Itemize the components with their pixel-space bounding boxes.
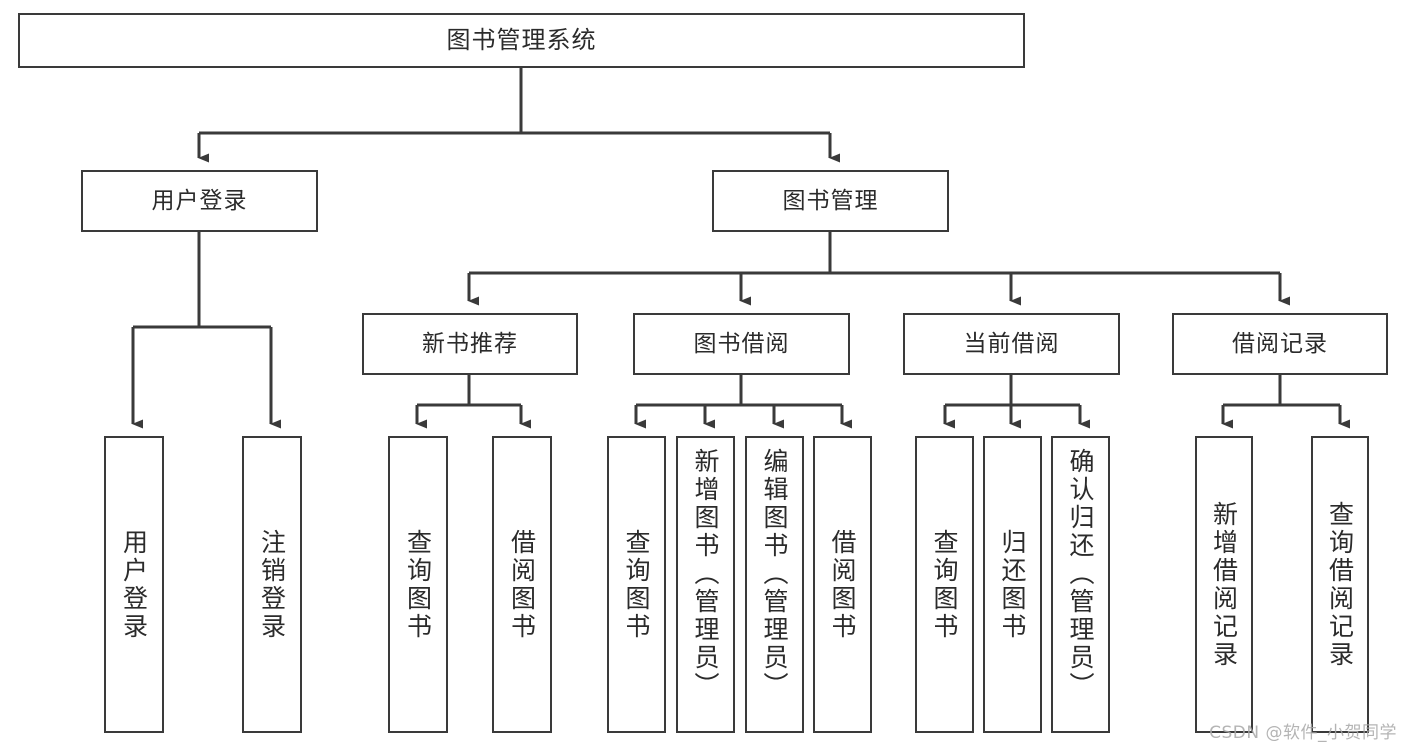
node-label: 新增借阅记录 bbox=[1209, 500, 1239, 669]
leaf-query-book-recommend[interactable]: 查询图书 bbox=[388, 436, 448, 733]
node-label: 用户登录 bbox=[151, 187, 248, 214]
node-book-borrow[interactable]: 图书借阅 bbox=[633, 313, 850, 375]
leaf-query-book-current[interactable]: 查询图书 bbox=[915, 436, 974, 733]
leaf-confirm-return-admin[interactable]: 确认归还（管理员） bbox=[1051, 436, 1110, 733]
leaf-edit-book-admin[interactable]: 编辑图书（管理员） bbox=[745, 436, 804, 733]
leaf-add-book-admin[interactable]: 新增图书（管理员） bbox=[676, 436, 735, 733]
node-label: 注销登录 bbox=[257, 528, 287, 641]
leaf-borrow-book-recommend[interactable]: 借阅图书 bbox=[492, 436, 552, 733]
node-label: 图书管理系统 bbox=[446, 25, 597, 54]
node-root-library-management-system[interactable]: 图书管理系统 bbox=[18, 13, 1025, 68]
leaf-user-login[interactable]: 用户登录 bbox=[104, 436, 164, 733]
node-new-book-recommend[interactable]: 新书推荐 bbox=[362, 313, 578, 375]
leaf-add-borrow-record[interactable]: 新增借阅记录 bbox=[1195, 436, 1253, 733]
node-book-management[interactable]: 图书管理 bbox=[712, 170, 949, 232]
watermark-text: CSDN @软件_小贺同学 bbox=[1209, 723, 1397, 743]
leaf-query-book-borrow[interactable]: 查询图书 bbox=[607, 436, 666, 733]
leaf-query-borrow-record[interactable]: 查询借阅记录 bbox=[1311, 436, 1369, 733]
node-label: 查询图书 bbox=[930, 528, 959, 641]
node-label: 归还图书 bbox=[998, 528, 1027, 641]
node-label: 借阅记录 bbox=[1232, 330, 1328, 357]
node-label: 查询图书 bbox=[622, 528, 651, 641]
node-current-borrow[interactable]: 当前借阅 bbox=[903, 313, 1120, 375]
leaf-logout[interactable]: 注销登录 bbox=[242, 436, 302, 733]
leaf-return-book[interactable]: 归还图书 bbox=[983, 436, 1042, 733]
node-label: 用户登录 bbox=[119, 528, 149, 641]
node-user-login[interactable]: 用户登录 bbox=[81, 170, 318, 232]
node-label: 编辑图书（管理员） bbox=[760, 448, 789, 700]
leaf-borrow-book[interactable]: 借阅图书 bbox=[813, 436, 872, 733]
node-label: 新书推荐 bbox=[422, 330, 518, 357]
node-borrow-record[interactable]: 借阅记录 bbox=[1172, 313, 1388, 375]
node-label: 查询借阅记录 bbox=[1325, 500, 1355, 669]
node-label: 当前借阅 bbox=[963, 330, 1060, 357]
node-label: 图书借阅 bbox=[693, 330, 790, 357]
node-label: 图书管理 bbox=[782, 187, 879, 214]
node-label: 新增图书（管理员） bbox=[691, 448, 720, 700]
node-label: 确认归还（管理员） bbox=[1066, 448, 1095, 700]
node-label: 借阅图书 bbox=[507, 528, 537, 641]
node-label: 借阅图书 bbox=[828, 528, 857, 641]
node-label: 查询图书 bbox=[403, 528, 433, 641]
